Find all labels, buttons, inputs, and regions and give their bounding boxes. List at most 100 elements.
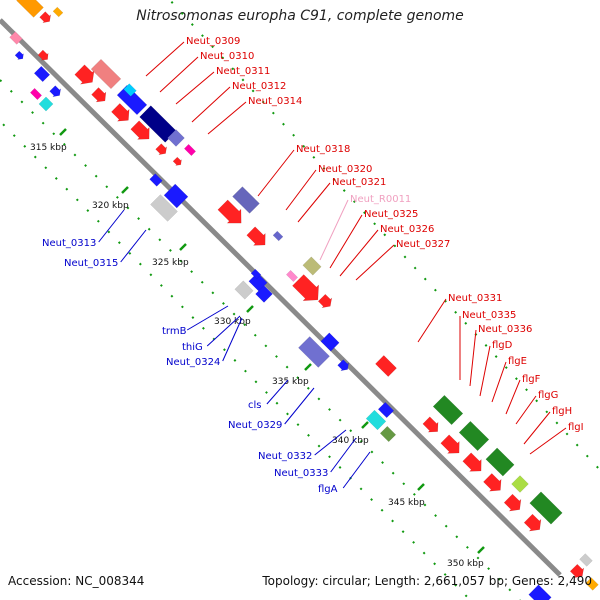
label-leader-line <box>417 298 447 343</box>
label-leader-line <box>222 317 243 362</box>
scale-tick-label: 350 kbp <box>447 559 484 569</box>
gene-feature-block <box>529 491 563 525</box>
label-leader-line <box>120 229 147 263</box>
gene-feature-block <box>458 420 490 452</box>
gene-feature-block <box>272 230 284 242</box>
genome-backbone <box>0 18 562 577</box>
label-leader-line <box>342 451 371 489</box>
label-leader-line <box>314 429 347 456</box>
label-leader-line <box>529 427 567 455</box>
gene-feature-block <box>38 96 54 112</box>
gene-feature-block <box>167 129 185 147</box>
gene-feature-block <box>379 425 397 443</box>
gene-feature-block <box>317 293 333 309</box>
gene-label-inner: Neut_0315 <box>64 258 118 269</box>
gene-feature-block <box>375 355 397 377</box>
gene-label-inner: Neut_0332 <box>258 451 312 462</box>
label-leader-line <box>284 387 315 425</box>
label-leader-line <box>355 244 395 281</box>
scale-tick-mark <box>361 421 369 429</box>
gene-feature-block <box>528 584 552 600</box>
gene-feature-block <box>234 280 254 300</box>
gene-label-inner: Neut_0333 <box>274 468 328 479</box>
gene-feature-block <box>250 268 262 280</box>
gene-feature-block <box>183 143 197 157</box>
gene-label-inner: Neut_0313 <box>42 238 96 249</box>
gene-label-inner: flgA <box>318 484 338 495</box>
gene-feature-block <box>29 87 43 101</box>
scale-tick-label: 325 kbp <box>152 258 189 268</box>
gene-feature-block <box>149 173 163 187</box>
gene-feature-block <box>111 103 130 122</box>
gene-label-outer: Neut_0312 <box>232 81 286 92</box>
gene-feature-block <box>172 156 182 166</box>
gene-label-outer: Neut_0318 <box>296 144 350 155</box>
scale-tick-mark <box>477 546 485 554</box>
gene-feature-block <box>116 84 148 116</box>
guide-ring-1 <box>0 119 472 600</box>
scale-tick-mark <box>304 363 312 371</box>
gene-feature-block <box>485 447 515 477</box>
label-leader-line <box>285 169 317 211</box>
label-leader-line <box>469 329 477 387</box>
gene-feature-block <box>585 577 599 591</box>
gene-feature-block <box>246 226 266 246</box>
gene-label-inner: cls <box>248 400 262 411</box>
label-leader-line <box>479 345 491 397</box>
gene-label-outer: flgF <box>522 374 541 385</box>
label-leader-line <box>491 361 507 403</box>
gene-label-outer: flgH <box>552 406 572 417</box>
gene-feature-block <box>37 49 49 61</box>
label-leader-line <box>257 149 295 197</box>
gene-label-inner: trmB <box>162 326 187 337</box>
gene-feature-block <box>503 493 522 512</box>
label-leader-line <box>523 411 551 445</box>
gene-feature-block <box>33 65 51 83</box>
gene-feature-block <box>579 553 593 567</box>
gene-feature-block <box>91 87 107 103</box>
gene-feature-block <box>150 194 178 222</box>
gene-label-outer: Neut_0320 <box>318 164 372 175</box>
label-leader-line <box>297 182 331 223</box>
gene-label-outer: Neut_0309 <box>186 36 240 47</box>
guide-ring-2 <box>0 79 521 600</box>
gene-feature-block <box>9 31 23 45</box>
gene-feature-block <box>302 256 322 276</box>
gene-feature-block <box>483 473 502 492</box>
scale-tick-mark <box>59 128 67 136</box>
scale-tick-mark <box>417 483 425 491</box>
label-leader-line <box>98 209 125 243</box>
gene-feature-block <box>255 285 273 303</box>
gene-label-outer: Neut_0326 <box>380 224 434 235</box>
gene-label-outer: Neut_0331 <box>448 293 502 304</box>
gene-label-outer: Neut_0335 <box>462 310 516 321</box>
label-leader-line <box>206 315 241 347</box>
gene-label-inner: thiG <box>182 342 203 353</box>
gene-feature-block <box>16 0 44 18</box>
gene-feature-block <box>422 416 439 433</box>
map-title: Nitrosomonas europha C91, complete genom… <box>136 8 464 24</box>
gene-feature-block <box>292 274 319 302</box>
scale-tick-mark <box>121 186 129 194</box>
gene-label-outer: flgG <box>538 390 558 401</box>
gene-feature-block <box>365 409 387 431</box>
gene-label-outer: Neut_0310 <box>200 51 254 62</box>
gene-label-outer: flgD <box>492 340 513 351</box>
label-leader-line <box>330 437 357 473</box>
gene-feature-block <box>217 199 242 224</box>
gene-feature-block <box>440 434 460 454</box>
guide-ring-0 <box>168 0 600 471</box>
label-leader-line <box>329 214 363 269</box>
scale-tick-mark <box>246 305 254 313</box>
gene-feature-block <box>49 85 62 98</box>
scale-tick-label: 330 kbp <box>214 317 251 327</box>
label-leader-line <box>505 379 521 415</box>
label-leader-line <box>159 56 199 93</box>
gene-feature-block <box>569 563 585 579</box>
gene-label-outer: Neut_0314 <box>248 96 302 107</box>
gene-label-inner: Neut_0324 <box>166 357 220 368</box>
gene-feature-block <box>74 64 95 85</box>
gene-feature-block <box>298 336 330 368</box>
